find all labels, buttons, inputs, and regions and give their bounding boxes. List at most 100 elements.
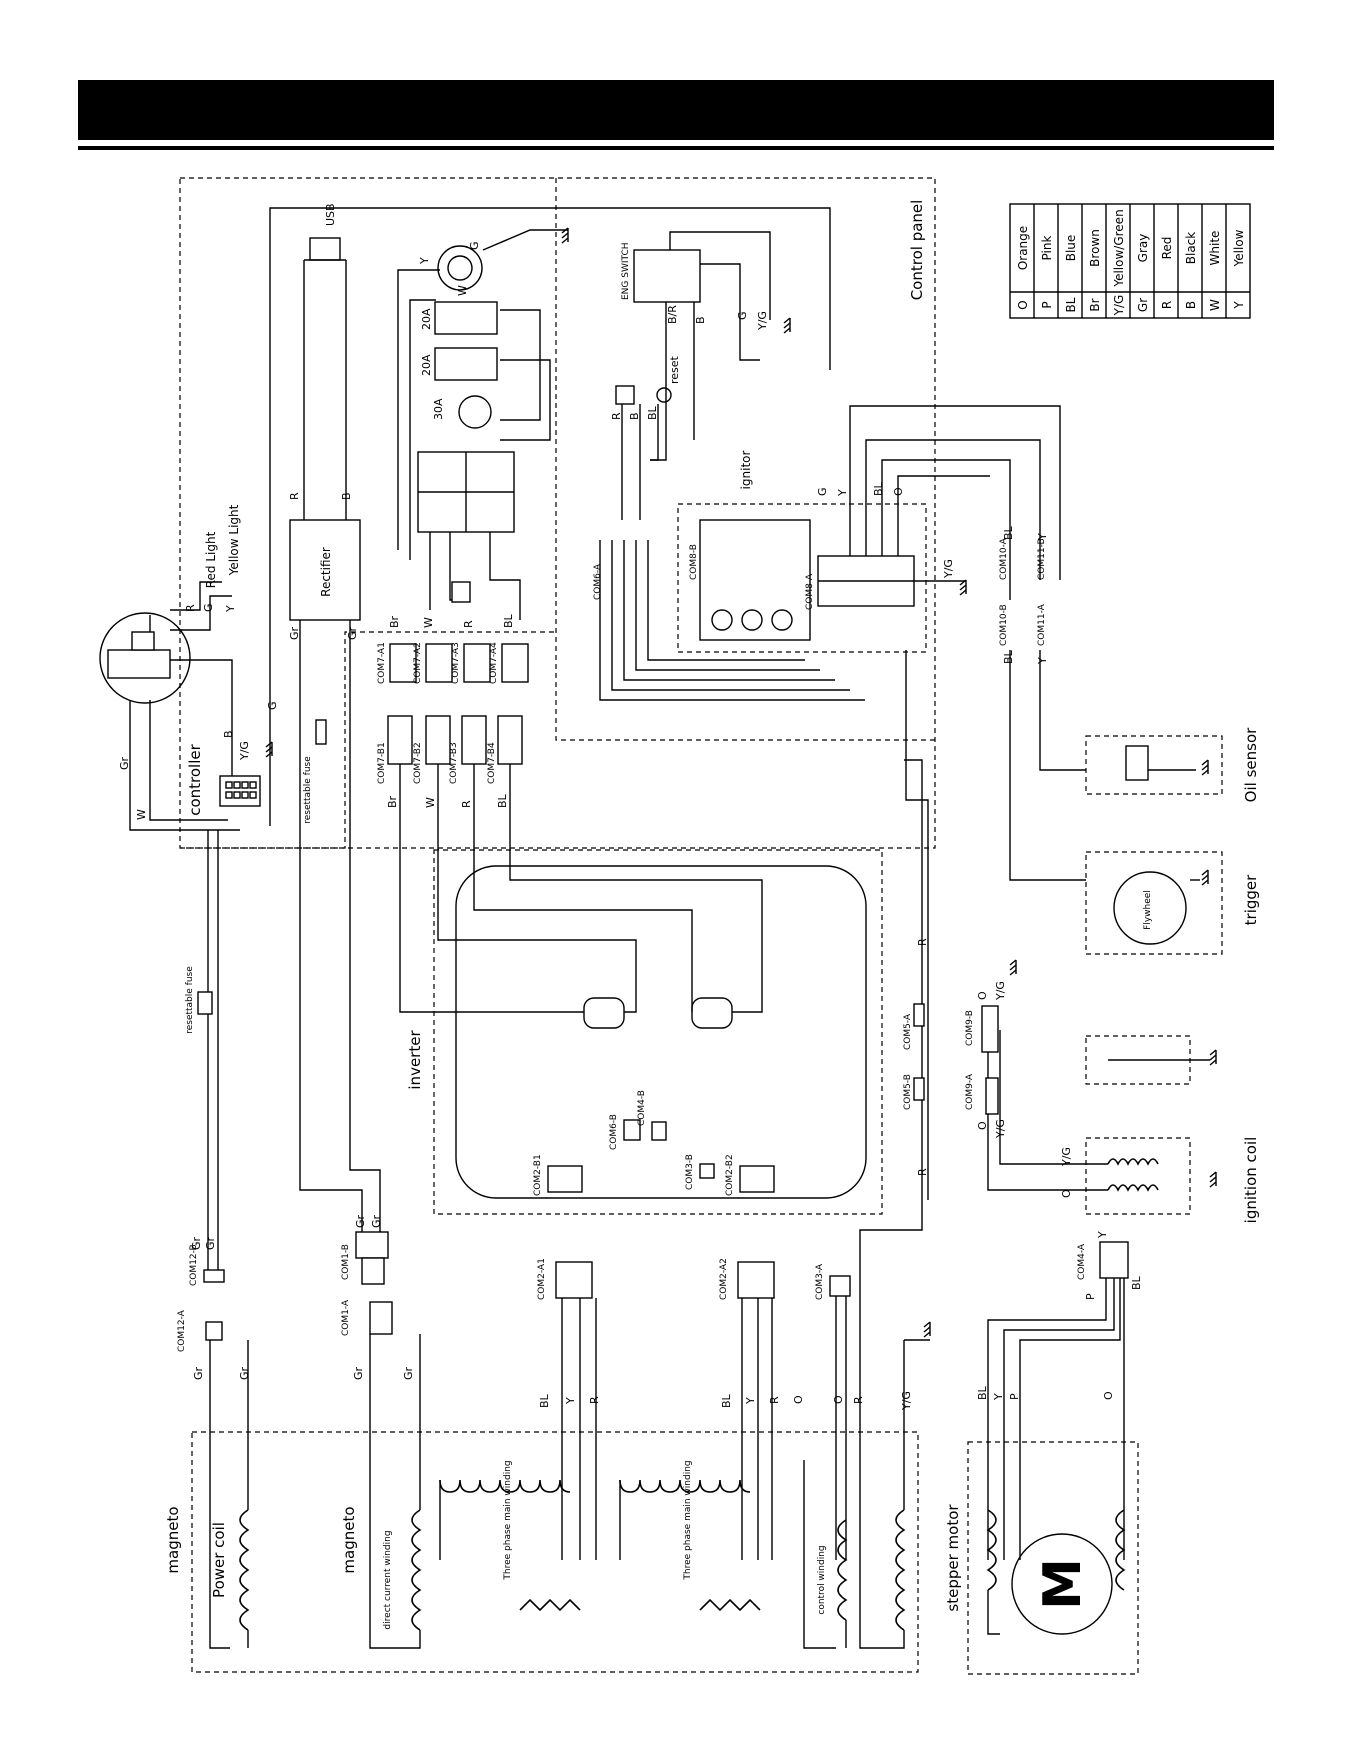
com12a-connector (205, 1321, 223, 1341)
ignition-coil-block: Y/G O ignition coil COM9-B COM9-A O Y/G … (965, 959, 1260, 1224)
wire-label-bl-stepper: BL (976, 1385, 989, 1400)
com11a-label: COM11-A (1037, 603, 1047, 646)
wire-label-y-com4a: Y (1096, 1231, 1109, 1239)
wire-label-o-com3a-1: O (792, 1395, 805, 1404)
wire-label-o-ignitor: O (892, 487, 905, 496)
usb-rectifier-block: USB Rectifier R B Gr Gr resettable fuse (269, 203, 831, 850)
rectifier-box (289, 519, 361, 621)
wire-label-y-stepper: Y (992, 1393, 1005, 1401)
com7b1-label: COM7-B1 (377, 742, 387, 784)
wire-label-w-outlet: W (456, 285, 469, 296)
usb-label: USB (324, 203, 337, 226)
legend-code: BL (1064, 297, 1078, 312)
outlet-20a-1-icon (434, 301, 498, 335)
legend-name: Red (1160, 237, 1174, 260)
com11b-label: COM11-B (1037, 538, 1047, 580)
left-fuse-line: resettable fuse COM12-B COM12-A Gr Gr Gr… (177, 830, 251, 1380)
wire-label-bl-panel: BL (502, 613, 515, 628)
wire-label-bl-com7: BL (496, 793, 509, 808)
wire-label-gr-com1-2: Gr (370, 1214, 383, 1228)
com9b-connector (981, 1005, 999, 1053)
ground-icon-com9 (1009, 959, 1017, 976)
wire-label-g-controller: G (266, 701, 279, 710)
wire-label-y-com2a2: Y (744, 1397, 757, 1405)
bridge-fuse-icon (451, 581, 471, 603)
legend-code: Gr (1136, 298, 1150, 312)
twist-lock-outlet-icon (437, 245, 483, 291)
com2b1-label: COM2-B1 (533, 1154, 543, 1196)
com10a-label: COM10-A (999, 537, 1009, 580)
legend-name: Gray (1136, 234, 1150, 263)
com7a3-label: COM7-A3 (451, 642, 461, 684)
com5b-connector (913, 1077, 925, 1101)
wire-label-r-lights: R (184, 604, 197, 612)
inverter-capacitor-2 (691, 997, 733, 1029)
wire-label-g-switch: G (736, 311, 749, 320)
legend-code: O (1016, 300, 1030, 309)
wire-label-y-com2a1: Y (564, 1397, 577, 1405)
indicator-lamp-icon (99, 612, 191, 704)
ignition-coil-label: ignition coil (1242, 1137, 1260, 1224)
three-phase-1-label: Three phase main winding (503, 1460, 513, 1580)
wire-label-bl-com4a: BL (1130, 1275, 1143, 1290)
wire-label-gr-com1-3: Gr (352, 1366, 365, 1380)
wire-label-br-panel: Br (388, 615, 401, 628)
com12a-label: COM12-A (177, 1309, 187, 1352)
oil-sensor-block: Oil sensor (1085, 727, 1260, 802)
magneto-label-2: magneto (340, 1506, 358, 1573)
wire-label-o-coil: O (1060, 1189, 1073, 1198)
stepper-motor-icon (1011, 1533, 1113, 1635)
com12b-label: COM12-B (189, 1244, 199, 1286)
flywheel-icon (1113, 871, 1187, 945)
com8a-label: COM8-A (805, 573, 815, 610)
com3b-label: COM3-B (685, 1154, 695, 1190)
control-panel-region: Control panel (179, 177, 936, 849)
ground-icon-oil (1201, 759, 1209, 776)
wire-label-b-controller: B (222, 730, 235, 738)
wire-label-bl-ignitor: BL (872, 481, 885, 496)
legend-name: Yellow/Green (1112, 209, 1126, 287)
com4b-connector (651, 1121, 667, 1141)
trigger-label: trigger (1242, 874, 1260, 925)
wire-label-gr-com1-4: Gr (402, 1366, 415, 1380)
reset-button-icon (615, 385, 635, 405)
com2a1-label: COM2-A1 (537, 1258, 547, 1300)
ignitor-block: COM6-A COM8-B COM8-A G Y BL O Y/G COM10-… (593, 405, 1086, 1200)
com7b2-label: COM7-B2 (413, 742, 423, 784)
com1a-connector (369, 1301, 393, 1335)
reset-label: reset (668, 355, 681, 384)
yellow-light-label: Yellow Light (227, 504, 241, 576)
wire-label-gr-rect-1: Gr (288, 626, 301, 640)
ground-icon-switch (783, 317, 791, 334)
wire-label-o-stepper: O (1102, 1391, 1115, 1400)
com1b-connector (355, 1231, 389, 1259)
wire-label-gr-fuse-1: Gr (190, 1236, 203, 1250)
wire-label-y-outlet: Y (418, 257, 431, 265)
wire-label-g-lights: G (202, 603, 215, 612)
outlet-block: Y G W 20A 20A 30A Br W R BL (388, 227, 569, 628)
legend-name: Black (1184, 232, 1198, 265)
outlet-20a-2-icon (434, 347, 498, 381)
wire-label-yg-com9a: Y/G (994, 1119, 1007, 1139)
wire-label-b-usb: B (340, 492, 353, 500)
wire-label-r-com3a: R (852, 1396, 865, 1404)
com1-block: COM1-B COM1-A Gr Gr Gr Gr (299, 850, 415, 1380)
resettable-fuse-icon-2 (197, 991, 213, 1015)
wire-label-g-ignitor: G (816, 487, 829, 496)
magneto-region: magneto Power coil magneto direct curren… (164, 1334, 919, 1673)
legend-name: Blue (1064, 235, 1078, 262)
power-coil-label: Power coil (210, 1522, 228, 1598)
com2a2-connector (737, 1261, 775, 1299)
amp-30a-label: 30A (432, 398, 445, 420)
amp-20a-2-label: 20A (420, 354, 433, 376)
com3a-connector (829, 1275, 851, 1297)
com1a-label: COM1-A (341, 1299, 351, 1336)
wire-label-gr-com1-1: Gr (354, 1214, 367, 1228)
legend-name: Orange (1016, 226, 1030, 270)
com4a-label: COM4-A (1077, 1243, 1087, 1280)
wire-label-r-com5-2: R (916, 1168, 929, 1176)
color-legend-table: OOrangePPinkBLBlueBrBrownY/GYellow/Green… (1009, 203, 1251, 319)
com5b-label: COM5-B (903, 1074, 913, 1110)
wire-label-r-usb: R (288, 492, 301, 500)
